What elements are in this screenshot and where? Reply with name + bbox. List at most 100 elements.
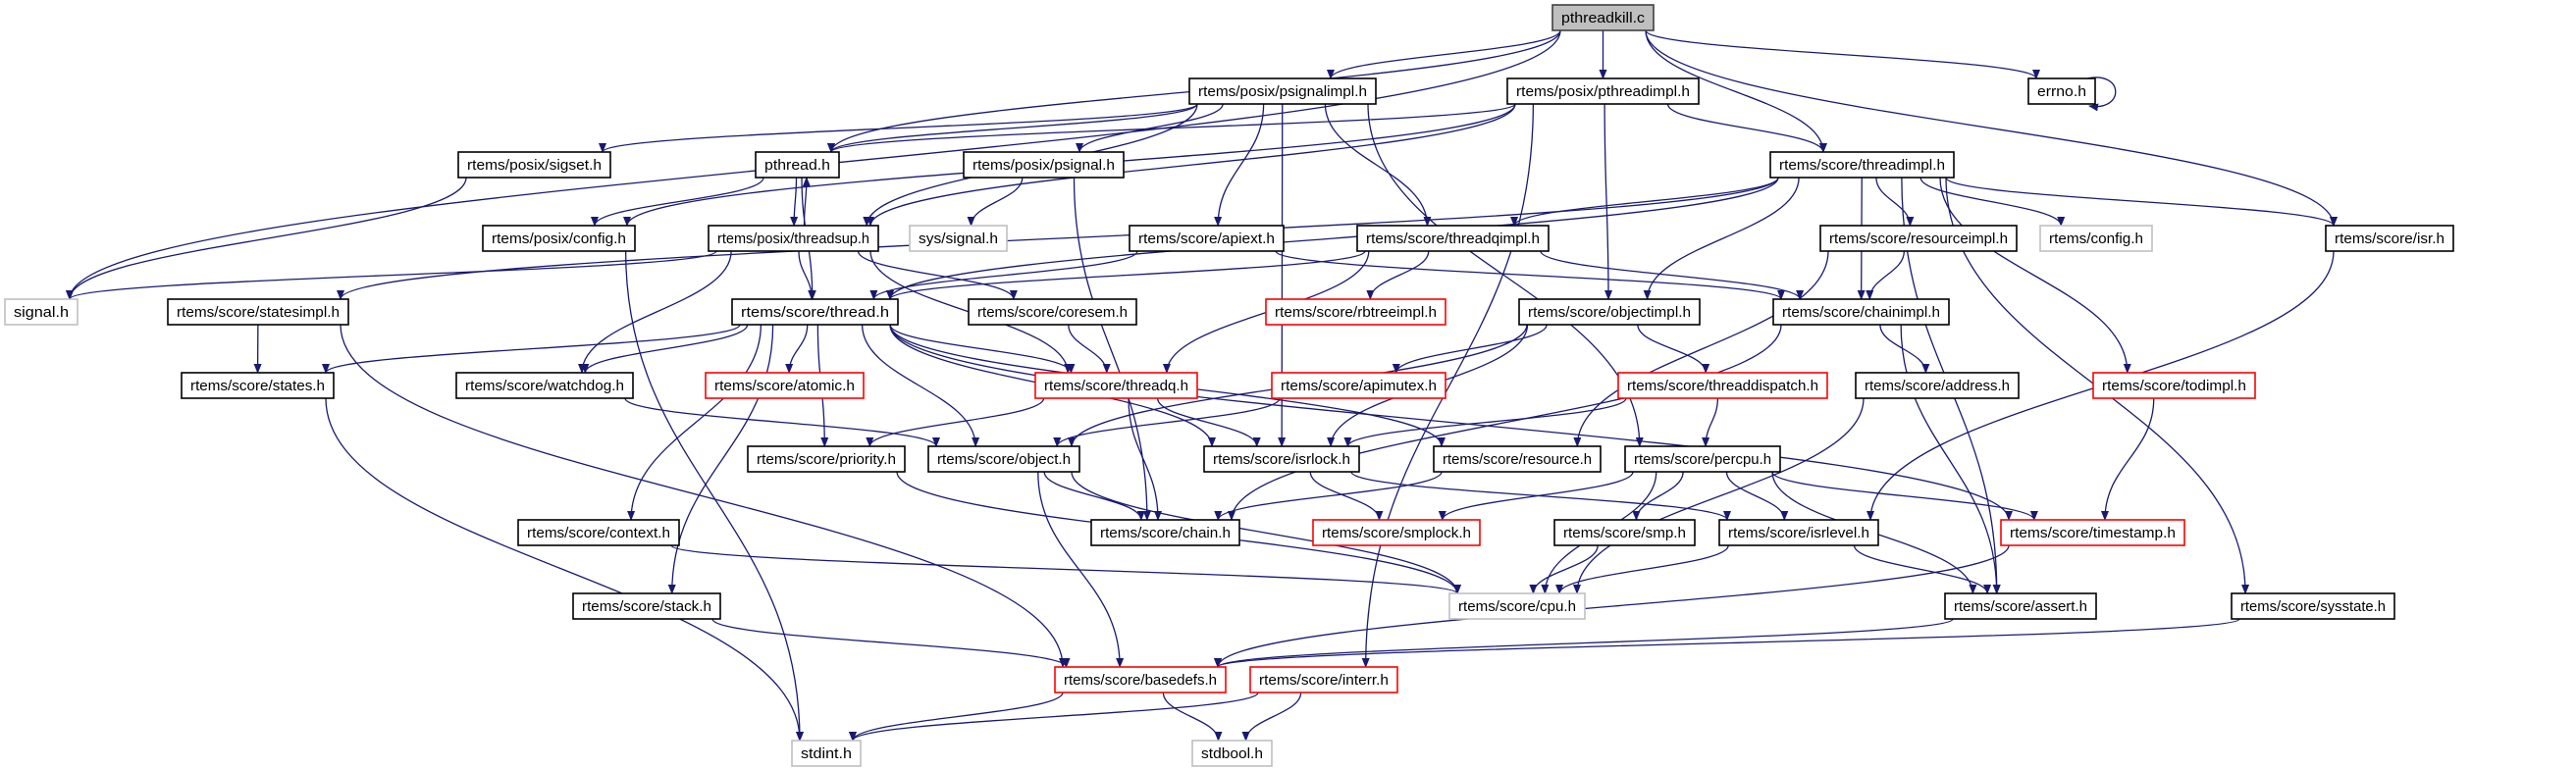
node-label: rtems/score/smplock.h xyxy=(1322,525,1471,541)
edge-isrlevel-to-cpu xyxy=(1555,544,1729,594)
node-box xyxy=(968,298,1137,326)
node-psignalimpl[interactable]: rtems/posix/psignalimpl.h xyxy=(1188,77,1377,105)
node-pconfig[interactable]: rtems/posix/config.h xyxy=(482,225,636,252)
node-threadsup[interactable]: rtems/posix/threadsup.h xyxy=(708,225,879,252)
node-apiext[interactable]: rtems/score/apiext.h xyxy=(1129,225,1285,252)
node-rconfig[interactable]: rtems/config.h xyxy=(2039,225,2153,252)
node-pthreadkill[interactable]: pthreadkill.c xyxy=(1551,4,1655,31)
edge-pthreadkill-to-threadimpl xyxy=(1645,29,1827,153)
edge-psignal-to-chain xyxy=(1073,177,1151,521)
node-box xyxy=(1356,225,1550,252)
node-psignal[interactable]: rtems/posix/psignal.h xyxy=(963,151,1125,179)
edge-psignalimpl-to-apiext xyxy=(1214,103,1265,227)
node-apimutex[interactable]: rtems/score/apimutex.h xyxy=(1271,372,1446,399)
node-interr[interactable]: rtems/score/interr.h xyxy=(1249,666,1398,693)
edge-percpu-to-smp xyxy=(1632,471,1684,521)
node-box xyxy=(2027,77,2096,105)
edge-object-to-chain xyxy=(1043,471,1145,521)
node-states[interactable]: rtems/score/states.h xyxy=(181,372,335,399)
node-rbtreeimpl[interactable]: rtems/score/rbtreeimpl.h xyxy=(1265,298,1446,326)
node-box xyxy=(1718,519,1879,546)
node-resourceimpl[interactable]: rtems/score/resourceimpl.h xyxy=(1819,225,2018,252)
node-label: sys/signal.h xyxy=(919,231,998,247)
node-isr[interactable]: rtems/score/isr.h xyxy=(2325,225,2454,252)
node-resource[interactable]: rtems/score/resource.h xyxy=(1433,445,1602,473)
node-address[interactable]: rtems/score/address.h xyxy=(1855,372,2020,399)
edge-threadqimpl-to-rbtreeimpl xyxy=(1366,250,1430,300)
node-stdint[interactable]: stdint.h xyxy=(791,740,862,767)
edge-timestamp-to-basedefs xyxy=(1214,544,2010,668)
edge-apimutex-to-object xyxy=(1053,397,1281,447)
node-chainimpl[interactable]: rtems/score/chainimpl.h xyxy=(1772,298,1950,326)
node-label: stdbool.h xyxy=(1201,745,1263,762)
node-label: rtems/score/threadimpl.h xyxy=(1779,157,1945,174)
node-thread[interactable]: rtems/score/thread.h xyxy=(731,298,899,326)
node-sigset[interactable]: rtems/posix/sigset.h xyxy=(457,151,611,179)
node-box xyxy=(1553,519,1696,546)
edge-thread-to-context xyxy=(627,324,762,521)
node-pthread[interactable]: pthread.h xyxy=(755,151,840,179)
node-stack[interactable]: rtems/score/stack.h xyxy=(572,592,721,620)
node-timestamp[interactable]: rtems/score/timestamp.h xyxy=(2000,519,2185,546)
node-object[interactable]: rtems/score/object.h xyxy=(927,445,1080,473)
node-label: signal.h xyxy=(14,304,69,321)
node-objectimpl[interactable]: rtems/score/objectimpl.h xyxy=(1518,298,1701,326)
node-box xyxy=(1249,666,1398,693)
node-label: rtems/score/threaddispatch.h xyxy=(1627,378,1818,394)
node-threaddispatch[interactable]: rtems/score/threaddispatch.h xyxy=(1617,372,1828,399)
node-box xyxy=(181,372,335,399)
node-box xyxy=(1265,298,1446,326)
node-signal[interactable]: signal.h xyxy=(4,298,79,326)
edge-threadimpl-to-thread xyxy=(886,177,1779,300)
node-label: rtems/score/assert.h xyxy=(1954,598,2087,615)
node-layer: pthreadkill.c rtems/posix/psignalimpl.h rt… xyxy=(4,4,2454,767)
node-statesimpl[interactable]: rtems/score/statesimpl.h xyxy=(167,298,349,326)
node-stdbool[interactable]: stdbool.h xyxy=(1191,740,1273,767)
node-chain[interactable]: rtems/score/chain.h xyxy=(1090,519,1240,546)
node-label: rtems/posix/threadsup.h xyxy=(717,231,869,247)
node-isrlevel[interactable]: rtems/score/isrlevel.h xyxy=(1718,519,1879,546)
edge-percpu-to-smplock xyxy=(1438,471,1634,521)
node-label: rtems/score/address.h xyxy=(1865,378,2010,394)
node-box xyxy=(1855,372,2020,399)
node-percpu[interactable]: rtems/score/percpu.h xyxy=(1624,445,1781,473)
node-box xyxy=(1944,592,2097,620)
node-threadqimpl[interactable]: rtems/score/threadqimpl.h xyxy=(1356,225,1550,252)
edge-resourceimpl-to-resource xyxy=(1573,250,1829,447)
edge-threadimpl-to-rconfig xyxy=(1919,177,2066,227)
node-todimpl[interactable]: rtems/score/todimpl.h xyxy=(2092,372,2256,399)
edge-thread-to-object xyxy=(861,324,980,447)
node-basedefs[interactable]: rtems/score/basedefs.h xyxy=(1054,666,1227,693)
edge-threaddispatch-to-percpu xyxy=(1702,397,1719,447)
node-label: pthreadkill.c xyxy=(1561,10,1646,26)
node-watchdog[interactable]: rtems/score/watchdog.h xyxy=(455,372,634,399)
edge-sysstate-to-basedefs xyxy=(1214,618,2240,668)
node-atomic[interactable]: rtems/score/atomic.h xyxy=(705,372,865,399)
node-assert[interactable]: rtems/score/assert.h xyxy=(1944,592,2097,620)
node-label: rtems/score/thread.h xyxy=(741,304,889,321)
node-box xyxy=(1819,225,2018,252)
edge-thread-to-timestamp xyxy=(889,324,2013,521)
node-errno[interactable]: errno.h xyxy=(2027,77,2096,105)
edge-pthreadimpl-to-interr xyxy=(1361,103,1535,668)
node-smplock[interactable]: rtems/score/smplock.h xyxy=(1312,519,1481,546)
node-smp[interactable]: rtems/score/smp.h xyxy=(1553,519,1696,546)
node-cpu[interactable]: rtems/score/cpu.h xyxy=(1448,592,1586,620)
node-label: rtems/score/cpu.h xyxy=(1458,598,1576,615)
edge-psignalimpl-to-pthread xyxy=(827,103,1198,153)
node-box xyxy=(1772,298,1950,326)
node-syssignal[interactable]: sys/signal.h xyxy=(909,225,1008,252)
node-priority[interactable]: rtems/score/priority.h xyxy=(747,445,906,473)
node-label: rtems/score/chain.h xyxy=(1100,525,1231,541)
node-sysstate[interactable]: rtems/score/sysstate.h xyxy=(2231,592,2395,620)
node-isrlock[interactable]: rtems/score/isrlock.h xyxy=(1203,445,1360,473)
node-label: rtems/score/todimpl.h xyxy=(2102,378,2246,394)
node-pthreadimpl[interactable]: rtems/posix/pthreadimpl.h xyxy=(1506,77,1700,105)
node-label: rtems/config.h xyxy=(2049,231,2143,247)
node-context[interactable]: rtems/score/context.h xyxy=(517,519,680,546)
node-label: rtems/score/isrlock.h xyxy=(1213,451,1350,468)
node-threadimpl[interactable]: rtems/score/threadimpl.h xyxy=(1769,151,1955,179)
node-coresem[interactable]: rtems/score/coresem.h xyxy=(968,298,1137,326)
edge-objectimpl-to-threaddispatch xyxy=(1637,324,1710,374)
node-threadq[interactable]: rtems/score/threadq.h xyxy=(1034,372,1198,399)
